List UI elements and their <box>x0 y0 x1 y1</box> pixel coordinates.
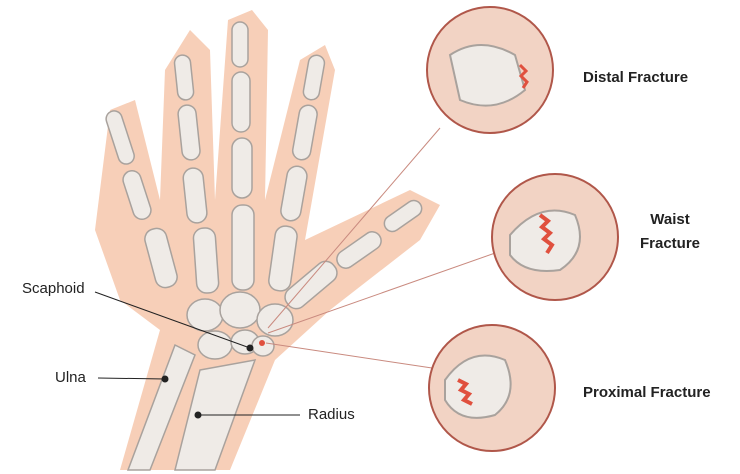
proximal-fracture-title: Proximal Fracture <box>583 384 711 401</box>
finger-bones <box>105 21 423 310</box>
proximal-fracture-circle <box>428 324 556 452</box>
label-leaders <box>94 291 300 416</box>
ulna-bone <box>126 343 196 471</box>
distal-fracture-title: Distal Fracture <box>583 69 689 86</box>
distal-fracture-circle <box>426 6 554 134</box>
scaphoid-marker <box>259 340 265 346</box>
scaphoid-label: Scaphoid <box>22 280 85 297</box>
carpal-bones <box>186 291 294 360</box>
waist-fracture-title-line1: Waist <box>650 211 690 228</box>
waist-fracture-circle <box>491 173 619 301</box>
waist-fracture-title-line2: Fracture <box>640 235 701 252</box>
pointer-lines <box>265 127 499 369</box>
waist-fracture-title: Waist Fracture <box>640 208 700 256</box>
ulna-label: Ulna <box>55 369 86 386</box>
radius-label: Radius <box>308 406 355 423</box>
label-dots <box>161 344 254 419</box>
